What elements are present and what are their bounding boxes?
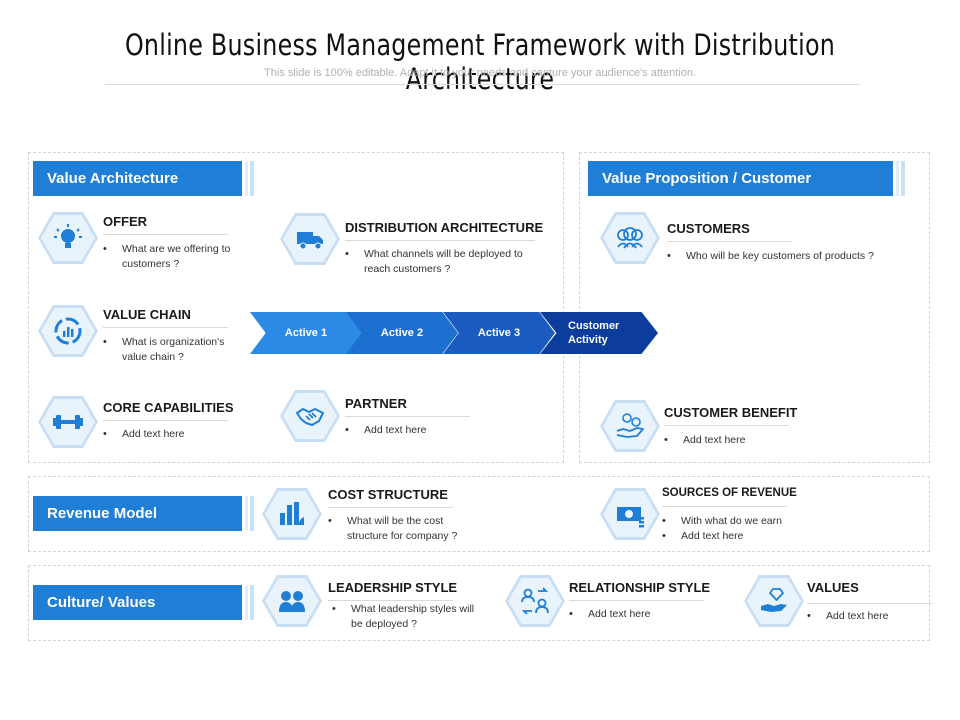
customer-benefit-title: CUSTOMER BENEFIT — [664, 405, 798, 420]
customers-icon — [617, 227, 643, 249]
dumbbell-icon — [53, 415, 83, 429]
value-chain-bullet: What is organization's value chain ? — [103, 335, 243, 365]
page-subtitle: This slide is 100% editable. Adapt it to… — [264, 67, 696, 79]
relationship-style-title: RELATIONSHIP STYLE — [569, 580, 711, 595]
core-capabilities-title: CORE CAPABILITIES — [103, 400, 234, 415]
sources-of-revenue-bullet-1: With what do we earn — [662, 514, 812, 529]
truck-icon — [297, 232, 323, 250]
handshake-icon — [296, 408, 324, 426]
relationship-style-hex — [505, 575, 565, 627]
distribution-divider — [345, 240, 535, 241]
section-header-culture-values: Culture/ Values — [33, 585, 254, 620]
relationship-icon — [521, 587, 549, 615]
customer-benefit-divider — [664, 425, 789, 426]
core-capabilities-bullet: Add text here — [103, 427, 243, 442]
core-capabilities-divider — [103, 420, 228, 421]
leadership-style-title: LEADERSHIP STYLE — [328, 580, 458, 595]
values-title: VALUES — [807, 580, 859, 595]
values-bullet: Add text here — [807, 609, 927, 624]
customers-divider — [667, 241, 792, 242]
chevron-active-2: Active 2 — [346, 312, 458, 354]
partner-divider — [345, 416, 470, 417]
section-header-revenue-model: Revenue Model — [33, 496, 254, 531]
bar-chart-icon — [280, 502, 304, 525]
value-chain-title: VALUE CHAIN — [103, 307, 191, 322]
title-divider — [105, 84, 860, 85]
customer-benefit-bullet: Add text here — [664, 433, 804, 448]
money-icon — [617, 507, 644, 528]
section-header-value-proposition: Value Proposition / Customer — [588, 161, 905, 196]
chevron-active-1: Active 1 — [250, 312, 362, 354]
cost-structure-divider — [328, 507, 453, 508]
people-icon — [279, 591, 305, 612]
offer-divider — [103, 234, 228, 235]
relationship-style-bullet: Add text here — [569, 607, 709, 622]
chart-cycle-icon — [54, 317, 82, 345]
chevron-active-3: Active 3 — [443, 312, 555, 354]
leadership-style-divider — [328, 600, 453, 601]
page-title: Online Business Management Framework wit… — [124, 28, 836, 96]
leadership-style-hex — [262, 575, 322, 627]
diamond-hand-icon — [761, 588, 787, 612]
offer-title: OFFER — [103, 214, 148, 229]
values-divider — [807, 603, 932, 604]
customers-hex — [600, 212, 660, 264]
partner-bullet: Add text here — [345, 423, 485, 438]
distribution-title: DISTRIBUTION ARCHITECTURE — [345, 220, 544, 235]
customers-title: CUSTOMERS — [667, 221, 750, 236]
sources-of-revenue-bullet-2: Add text here — [662, 529, 812, 544]
section-header-value-architecture: Value Architecture — [33, 161, 254, 196]
cost-structure-bullet: What will be the cost structure for comp… — [328, 514, 478, 544]
sources-of-revenue-divider — [662, 506, 787, 507]
sources-of-revenue-title: SOURCES OF REVENUE — [662, 487, 797, 499]
offer-bullet: What are we offering to customers ? — [103, 242, 243, 272]
chevron-customer-activity: Customer Activity — [540, 312, 658, 354]
lightbulb-icon — [54, 224, 82, 248]
values-hex — [744, 575, 804, 627]
distribution-bullet: What channels will be deployed to reach … — [345, 247, 530, 277]
value-chain-divider — [103, 327, 228, 328]
offer-hex — [38, 212, 98, 264]
cost-structure-title: COST STRUCTURE — [328, 487, 448, 502]
leadership-style-bullet: What leadership styles will be deployed … — [332, 602, 482, 632]
customers-bullet: Who will be key customers of products ? — [667, 249, 907, 264]
partner-title: PARTNER — [345, 396, 407, 411]
relationship-style-divider — [569, 600, 704, 601]
hand-coins-icon — [616, 413, 644, 438]
